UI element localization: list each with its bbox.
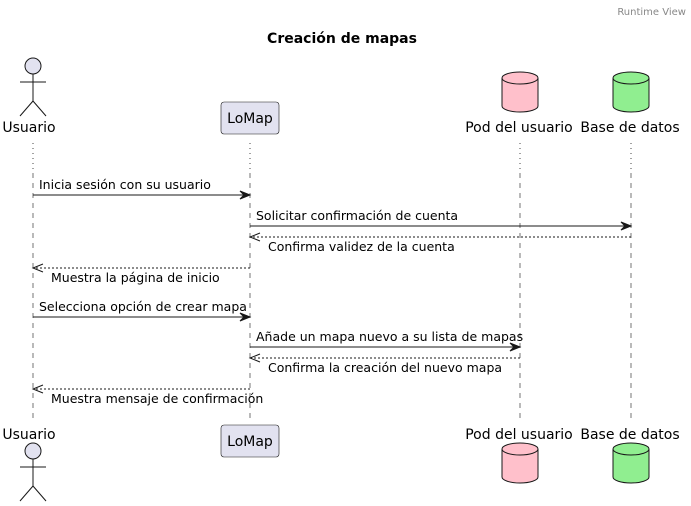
message-8: Muestra mensaje de confirmación [31, 384, 263, 406]
arrow-head-5 [239, 312, 252, 322]
actor-bottom-right-leg [32, 485, 47, 502]
database-icon-bottom-body [501, 442, 539, 484]
database-icon-top-body [501, 71, 539, 113]
database-icon-bottom-body [612, 442, 650, 484]
participant-box-top [220, 101, 280, 135]
arrow-head-8 [31, 384, 44, 394]
message-label-2: Solicitar confirmación de cuenta [256, 208, 458, 223]
database-icon-top-body [612, 71, 650, 113]
participant-label-bottom: LoMap [227, 434, 273, 450]
message-1: Inicia sesión con su usuario [33, 177, 252, 200]
database-icon-top-rim [501, 77, 539, 85]
message-label-6: Añade un mapa nuevo a su lista de mapas [256, 329, 523, 344]
database-icon-bottom-rim [501, 448, 539, 456]
actor-label-top: Usuario [2, 120, 55, 136]
message-label-1: Inicia sesión con su usuario [39, 177, 211, 192]
actor-top-head [24, 57, 42, 75]
message-5: Selecciona opción de crear mapa [33, 299, 252, 322]
message-label-4: Muestra la página de inicio [51, 270, 220, 285]
arrow-head-2 [620, 221, 633, 231]
database-label-top: Base de datos [580, 120, 679, 136]
actor-bottom-head [24, 442, 42, 460]
participant-label-top: LoMap [227, 111, 273, 127]
message-label-7: Confirma la creación del nuevo mapa [268, 360, 502, 375]
message-label-3: Confirma validez de la cuenta [268, 239, 455, 254]
message-6: Añade un mapa nuevo a su lista de mapas [250, 329, 523, 352]
arrow-head-4 [31, 263, 44, 273]
diagram-header: Runtime View [617, 7, 686, 18]
actor-top-left-leg [19, 100, 34, 117]
message-label-5: Selecciona opción de crear mapa [39, 299, 247, 314]
database-label-bottom: Pod del usuario [465, 427, 573, 443]
message-4: Muestra la página de inicio [31, 263, 250, 285]
database-icon-bottom-rim [612, 448, 650, 456]
actor-bottom-left-leg [19, 485, 34, 502]
diagram-title: Creación de mapas [267, 31, 417, 47]
database-label-top: Pod del usuario [465, 120, 573, 136]
database-label-bottom: Base de datos [580, 427, 679, 443]
database-icon-top-rim [612, 77, 650, 85]
arrow-head-6 [509, 342, 522, 352]
message-label-8: Muestra mensaje de confirmación [51, 391, 263, 406]
actor-label-bottom: Usuario [2, 427, 55, 443]
message-2: Solicitar confirmación de cuenta [250, 208, 633, 231]
message-3: Confirma validez de la cuenta [248, 232, 631, 254]
participant-box-bottom [220, 424, 280, 458]
arrow-head-3 [248, 232, 261, 242]
arrow-head-1 [239, 190, 252, 200]
arrow-head-7 [248, 353, 261, 363]
message-7: Confirma la creación del nuevo mapa [248, 353, 520, 375]
actor-top-right-leg [32, 100, 47, 117]
